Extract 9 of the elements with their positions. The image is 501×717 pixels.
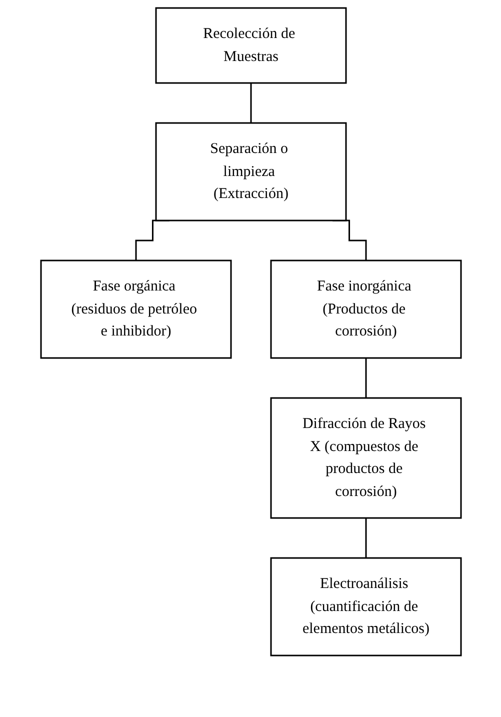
node-box: Difracción de Rayos X (compuestos de productos de corrosión) — [270, 397, 462, 519]
connector — [364, 357, 366, 399]
node-box: Fase inorgánica (Productos de corrosión) — [270, 260, 462, 359]
node-box: Recolección de Muestras — [154, 7, 346, 84]
connector — [364, 517, 366, 559]
node-box: Fase orgánica (residuos de petróleo e inhibidor) — [40, 260, 232, 359]
node-box: Separación o limpieza (Extracción) — [154, 122, 346, 222]
node-box: Electroanálisis (cuantificación de elementos metálicos) — [270, 557, 462, 656]
connector — [250, 82, 252, 124]
